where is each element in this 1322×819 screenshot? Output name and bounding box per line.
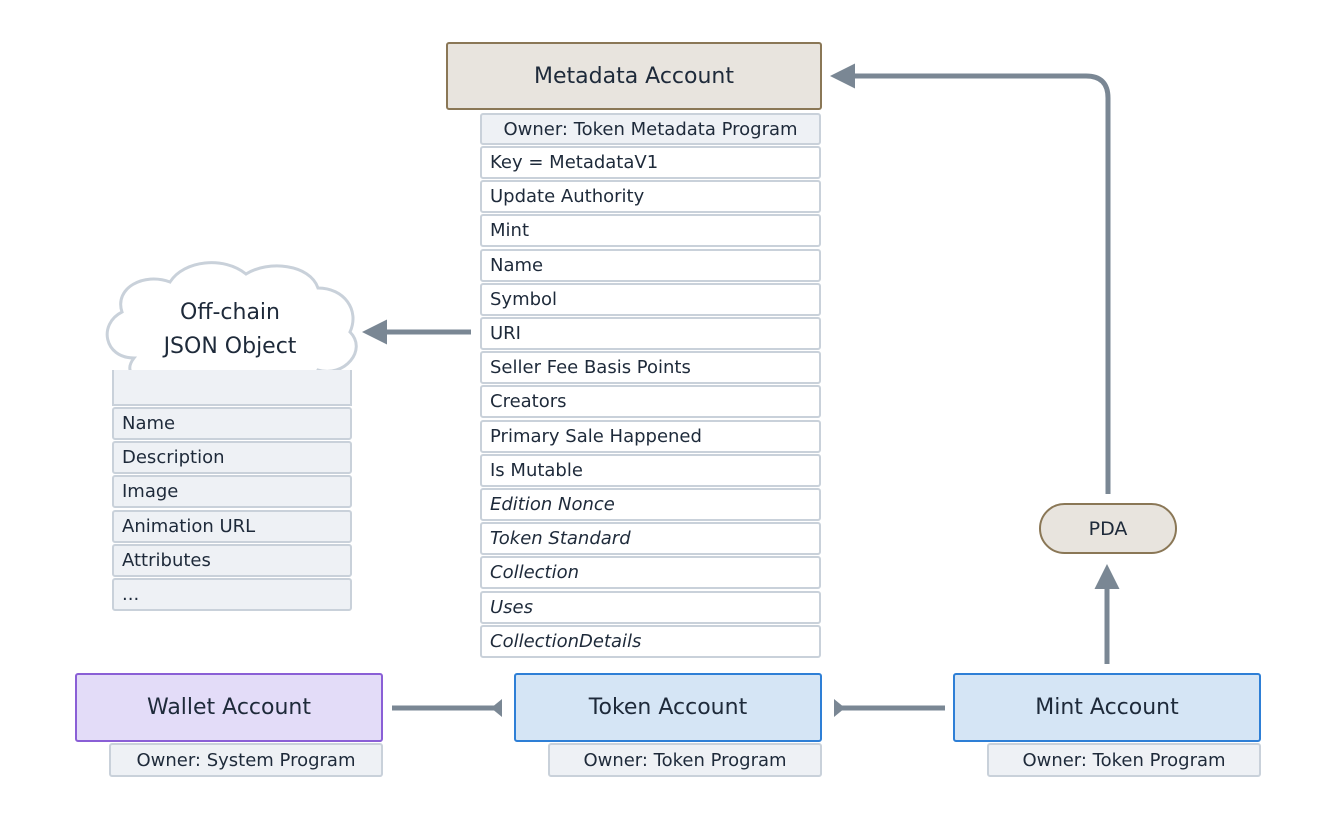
pda-label: PDA — [1088, 517, 1128, 540]
mint-owner-label: Owner: Token Program — [987, 743, 1261, 777]
metadata-field: Uses — [480, 590, 821, 624]
offchain-json-title: Off-chain JSON Object — [100, 296, 360, 364]
wallet-account-title: Wallet Account — [146, 695, 312, 720]
token-owner-label: Owner: Token Program — [548, 743, 822, 777]
metadata-field: Name — [480, 248, 821, 282]
offchain-field: Attributes — [112, 543, 352, 577]
mint-account-title: Mint Account — [1035, 695, 1179, 720]
offchain-field: Name — [112, 407, 352, 440]
metadata-field: Is Mutable — [480, 453, 821, 487]
wallet-account-node: Wallet Account — [75, 673, 383, 742]
token-account-node: Token Account — [514, 673, 822, 742]
offchain-cloud-base — [112, 370, 352, 406]
arrow-head-token-right — [834, 699, 845, 717]
metadata-account-node: Metadata Account — [446, 42, 822, 110]
metadata-field: Edition Nonce — [480, 488, 821, 521]
token-account-title: Token Account — [588, 695, 748, 720]
metadata-field: Seller Fee Basis Points — [480, 351, 821, 385]
metadata-field: Key = MetadataV1 — [480, 146, 821, 179]
offchain-title-line1: Off-chain — [180, 300, 280, 325]
metadata-field: CollectionDetails — [480, 624, 821, 658]
wallet-owner-label: Owner: System Program — [109, 743, 383, 777]
metadata-field: Symbol — [480, 282, 821, 316]
offchain-title-line2: JSON Object — [163, 334, 297, 359]
metadata-field: Token Standard — [480, 522, 821, 556]
pda-node: PDA — [1039, 503, 1177, 554]
metadata-account-title: Metadata Account — [534, 63, 734, 89]
offchain-field: Image — [112, 475, 352, 509]
metadata-owner-label: Owner: Token Metadata Program — [480, 113, 821, 145]
metadata-field: Creators — [480, 385, 821, 419]
arrow-head-token-side — [491, 699, 502, 717]
offchain-field: ... — [112, 578, 352, 611]
mint-account-node: Mint Account — [953, 673, 1261, 742]
metadata-field: Primary Sale Happened — [480, 419, 821, 453]
metadata-field: Collection — [480, 556, 821, 590]
arrow-pda-to-metadata — [830, 63, 1111, 494]
metadata-field: Update Authority — [480, 180, 821, 214]
offchain-field: Animation URL — [112, 509, 352, 543]
metadata-field: URI — [480, 317, 821, 350]
offchain-field: Description — [112, 441, 352, 475]
metadata-field: Mint — [480, 214, 821, 248]
